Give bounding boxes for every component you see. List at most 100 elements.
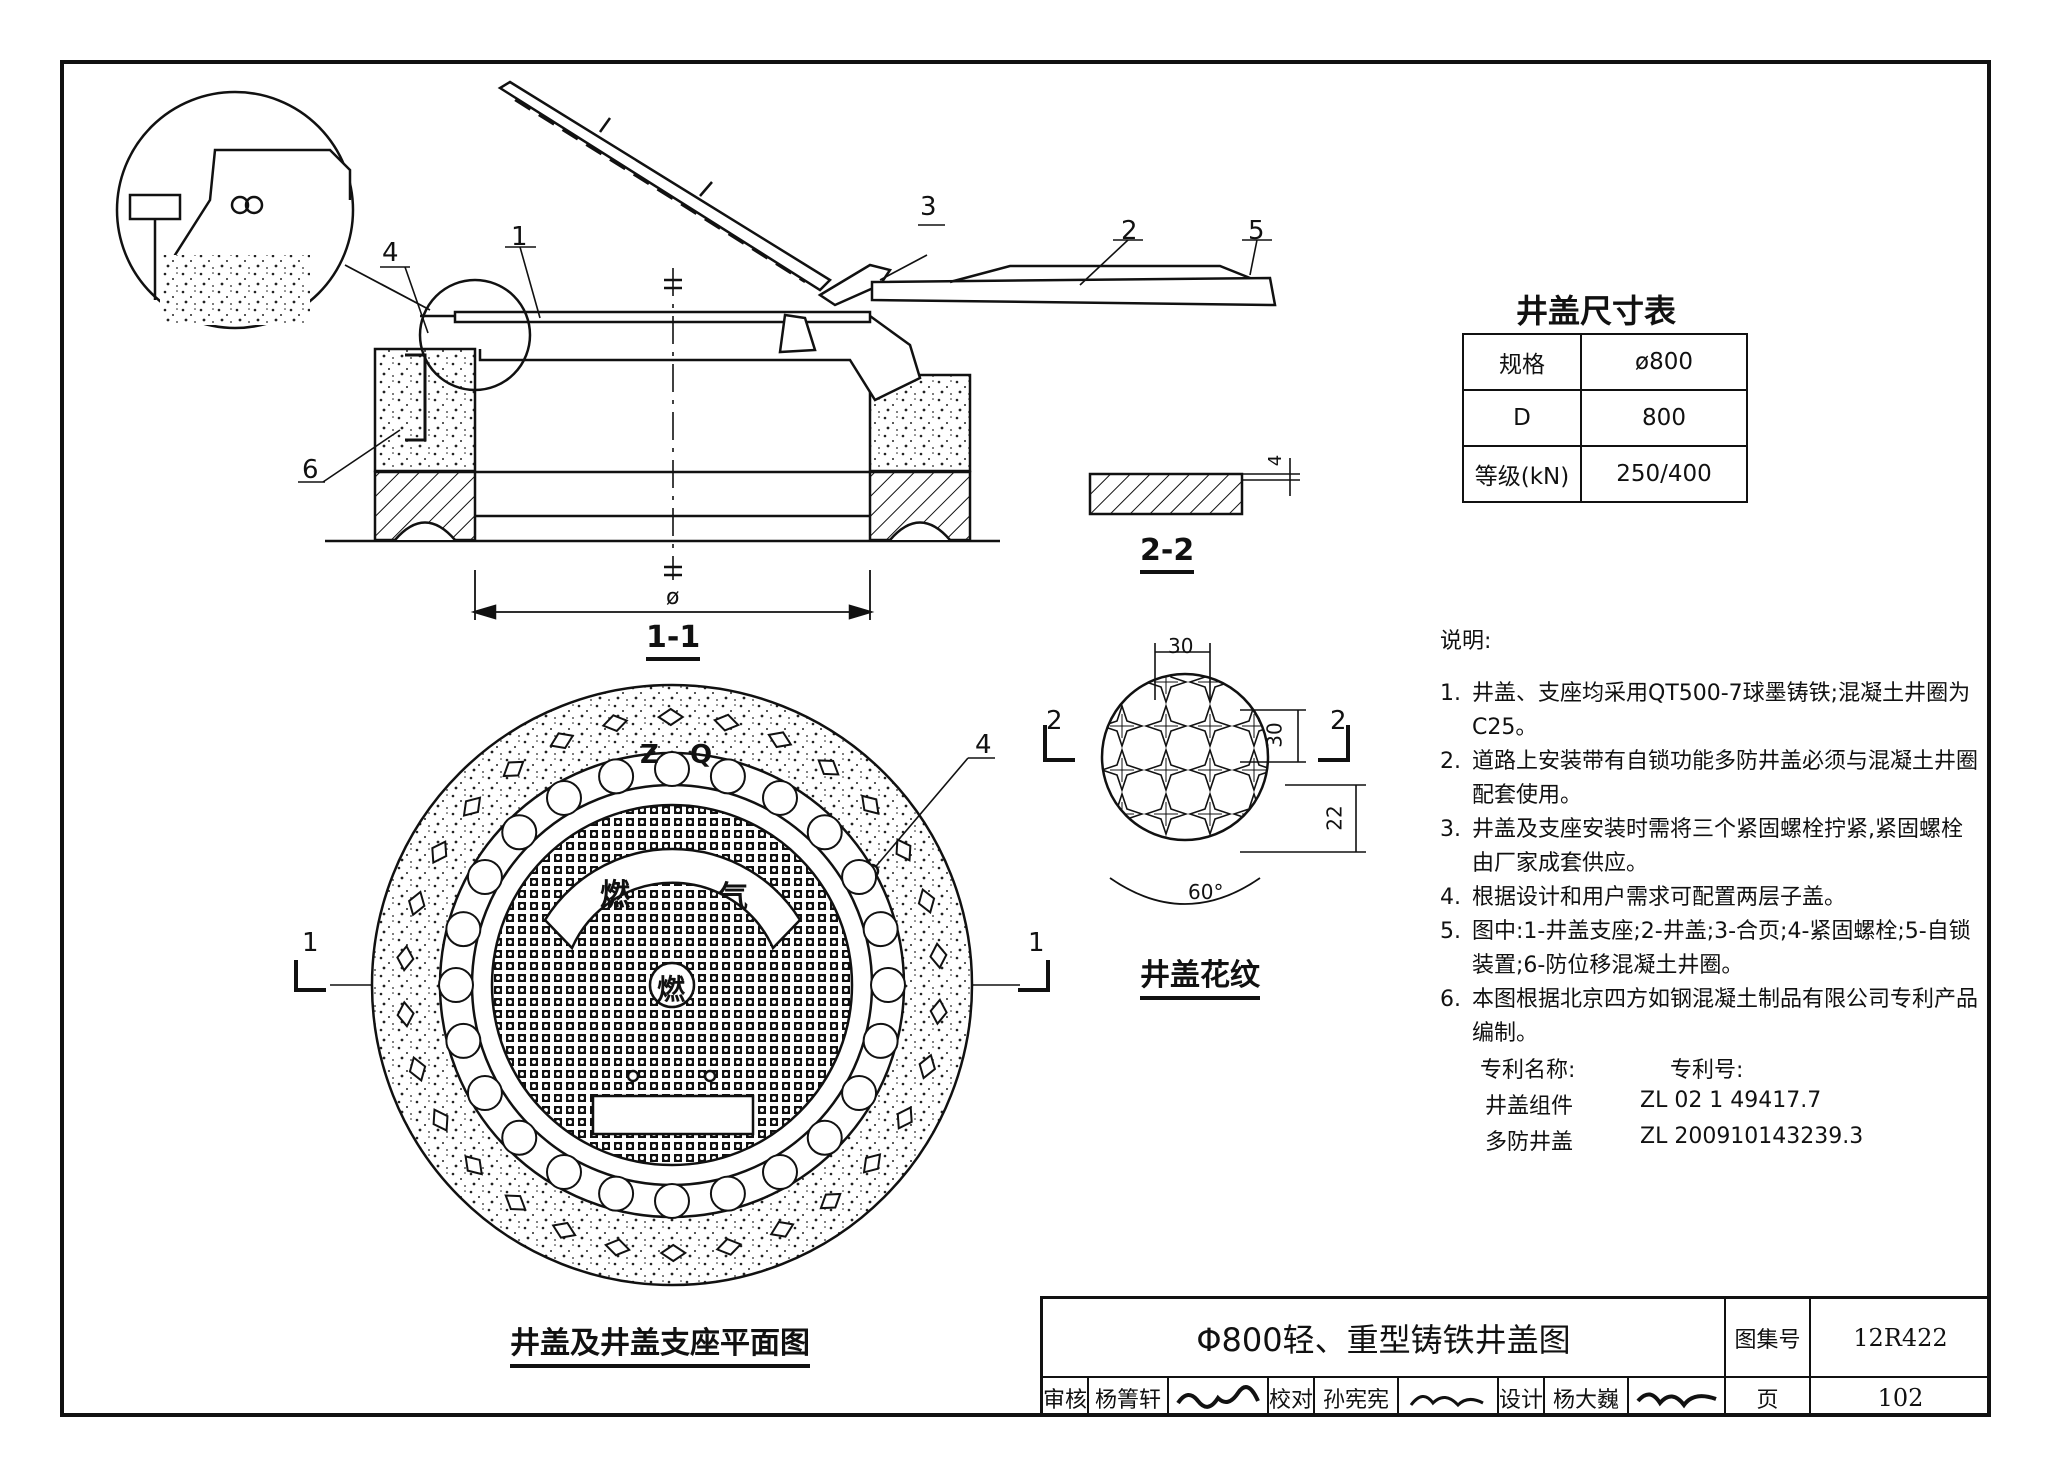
size-table-value: 800 bbox=[1580, 389, 1748, 447]
patent-name-header: 专利名称: bbox=[1480, 1058, 1576, 1083]
concrete-diamond-mark bbox=[917, 887, 936, 915]
patent-number-header: 专利号: bbox=[1670, 1058, 1744, 1083]
scallop-bolt-lug bbox=[598, 1175, 635, 1212]
pattern-detail-drawing bbox=[1043, 643, 1366, 905]
reviewer-name: 杨箐轩 bbox=[1089, 1378, 1169, 1417]
concrete-diamond-mark bbox=[462, 796, 482, 817]
concrete-diamond-mark bbox=[396, 1000, 415, 1028]
scallop-bolt-lug bbox=[546, 779, 582, 816]
cover-text-gas-1: 燃 bbox=[600, 878, 630, 913]
concrete-diamond-mark bbox=[918, 1053, 937, 1080]
concrete-diamond-mark bbox=[464, 1155, 483, 1176]
concrete-diamond-mark bbox=[896, 1105, 913, 1130]
plan-view-title: 井盖及井盖支座平面图 bbox=[510, 1318, 810, 1368]
scallop-bolt-lug bbox=[438, 967, 474, 1003]
scallop-bolt-lug bbox=[841, 859, 878, 895]
size-table-row: 规格 ø800 bbox=[1462, 333, 1748, 391]
concrete-diamond-mark bbox=[929, 942, 948, 970]
page-label: 页 bbox=[1726, 1378, 1811, 1417]
pattern-dim-30-right: 30 bbox=[1262, 722, 1287, 748]
logo-letter-q: Q bbox=[690, 740, 713, 770]
concrete-diamond-mark bbox=[601, 714, 629, 733]
concrete-diamond-mark bbox=[769, 1220, 795, 1238]
note-number: 6. bbox=[1440, 987, 1461, 1012]
concrete-diamond-mark bbox=[817, 759, 840, 776]
concrete-diamond-mark bbox=[504, 1194, 527, 1211]
section-2-2-drawing bbox=[1088, 458, 1300, 516]
scallop-bolt-lug bbox=[466, 859, 503, 895]
section-1-1-drawing bbox=[115, 80, 1277, 620]
designer-signature bbox=[1629, 1378, 1726, 1417]
note-item: 2. 道路上安装带有自锁功能多防井盖必须与混凝土井圈配套使用。 bbox=[1440, 745, 1980, 813]
concrete-diamond-mark bbox=[715, 1237, 743, 1256]
note-item: 6. 本图根据北京四方如钢混凝土制品有限公司专利产品编制。 bbox=[1440, 983, 1980, 1051]
scallop-bolt-lug bbox=[654, 1183, 690, 1219]
scallop-bolt-lug bbox=[709, 1175, 746, 1212]
scallop-bolt-lug bbox=[654, 751, 690, 787]
scallop-bolt-lug bbox=[501, 1119, 538, 1156]
concrete-diamond-mark bbox=[659, 1243, 688, 1263]
concrete-diamond-mark bbox=[549, 732, 575, 750]
notes-block: 说明: 1. 井盖、支座均采用QT500-7球墨铸铁;混凝土井圈为C25。 2.… bbox=[1440, 625, 1980, 1051]
concrete-diamond-mark bbox=[396, 944, 415, 972]
patent-name: 井盖组件 bbox=[1485, 1094, 1574, 1119]
size-table-label: 等级(kN) bbox=[1462, 445, 1582, 503]
plan-view-diamond-ring bbox=[396, 707, 948, 1263]
plan-section-mark-right: 1 bbox=[1028, 928, 1045, 958]
notes-heading: 说明: bbox=[1440, 629, 1492, 654]
concrete-diamond-mark bbox=[604, 1238, 632, 1257]
concrete-diamond-mark bbox=[408, 1055, 427, 1083]
checker-name: 孙宪宪 bbox=[1315, 1378, 1399, 1417]
note-text: 井盖、支座均采用QT500-7球墨铸铁;混凝土井圈为C25。 bbox=[1472, 681, 1971, 740]
patent-number: ZL 02 1 49417.7 bbox=[1640, 1088, 1822, 1113]
scallop-bolt-lug bbox=[445, 911, 482, 948]
section-2-2-dim: 4 bbox=[1265, 454, 1287, 467]
review-label: 审核 bbox=[1043, 1378, 1089, 1417]
logo-letter-z: Z bbox=[640, 740, 659, 770]
scallop-bolt-lug bbox=[762, 779, 798, 816]
pattern-dim-22: 22 bbox=[1322, 805, 1347, 831]
note-number: 3. bbox=[1440, 817, 1461, 842]
size-table-row: D 800 bbox=[1462, 389, 1748, 447]
patent-name: 多防井盖 bbox=[1485, 1130, 1574, 1155]
concrete-diamond-mark bbox=[861, 794, 880, 815]
scallop-bolt-lug bbox=[598, 758, 635, 795]
note-text: 道路上安装带有自锁功能多防井盖必须与混凝土井圈配套使用。 bbox=[1472, 749, 1979, 808]
cover-center-badge: 燃 bbox=[657, 973, 686, 1006]
concrete-diamond-mark bbox=[502, 760, 525, 778]
concrete-diamond-mark bbox=[407, 890, 426, 917]
checker-signature bbox=[1399, 1378, 1499, 1417]
concrete-diamond-mark bbox=[656, 707, 685, 727]
concrete-diamond-mark bbox=[819, 1192, 842, 1210]
part-label-4: 4 bbox=[382, 238, 399, 268]
note-item: 5. 图中:1-井盖支座;2-井盖;3-合页;4-紧固螺栓;5-自锁装置;6-防… bbox=[1440, 915, 1980, 983]
drawing-title: Φ800轻、重型铸铁井盖图 bbox=[1043, 1299, 1726, 1378]
note-text: 井盖及支座安装时需将三个紧固螺栓拧紧,紧固螺栓由厂家成套供应。 bbox=[1472, 817, 1963, 876]
plan-view-scallop-ring bbox=[438, 751, 906, 1219]
concrete-diamond-mark bbox=[431, 840, 448, 865]
note-item: 4. 根据设计和用户需求可配置两层子盖。 bbox=[1440, 881, 1980, 915]
concrete-diamond-mark bbox=[929, 998, 948, 1026]
note-number: 4. bbox=[1440, 885, 1461, 910]
scallop-bolt-lug bbox=[466, 1075, 503, 1111]
patent-number: ZL 200910143239.3 bbox=[1640, 1124, 1864, 1149]
size-table-value: 250/400 bbox=[1580, 445, 1748, 503]
concrete-diamond-mark bbox=[767, 731, 793, 749]
reviewer-signature bbox=[1169, 1378, 1269, 1417]
scallop-bolt-lug bbox=[862, 1022, 899, 1059]
scallop-bolt-lug bbox=[762, 1154, 798, 1191]
size-table-label: 规格 bbox=[1462, 333, 1582, 391]
size-table: 规格 ø800 D 800 等级(kN) 250/400 bbox=[1462, 333, 1748, 503]
page-number: 102 bbox=[1877, 1383, 1924, 1412]
scallop-bolt-lug bbox=[870, 967, 906, 1003]
plan-part-label-4: 4 bbox=[975, 730, 992, 760]
cover-text-gas-2: 气 bbox=[718, 880, 748, 915]
section-2-2-title: 2-2 bbox=[1140, 533, 1195, 574]
part-label-2: 2 bbox=[1121, 216, 1138, 246]
pattern-section-mark-left: 2 bbox=[1046, 706, 1063, 736]
part-label-3: 3 bbox=[920, 192, 937, 222]
note-item: 1. 井盖、支座均采用QT500-7球墨铸铁;混凝土井圈为C25。 bbox=[1440, 677, 1980, 745]
note-number: 5. bbox=[1440, 919, 1461, 944]
check-label: 校对 bbox=[1269, 1378, 1315, 1417]
